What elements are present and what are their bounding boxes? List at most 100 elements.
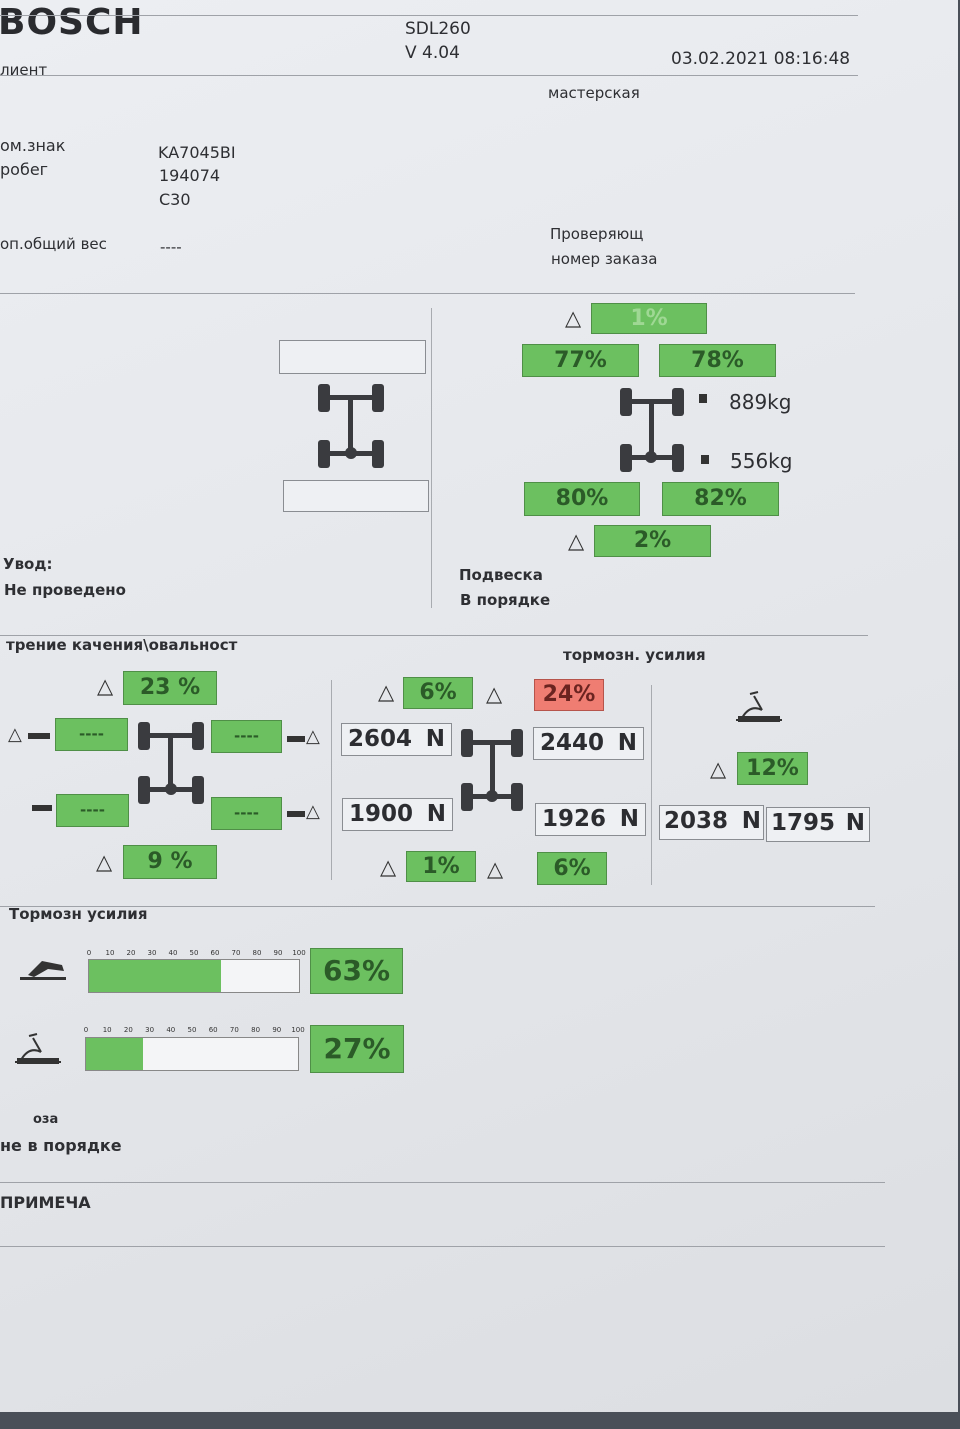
scale-tick-label: 100 bbox=[292, 949, 306, 957]
divider bbox=[431, 308, 432, 608]
parking-brake-delta: 12% bbox=[737, 752, 808, 785]
scale-tick-label: 80 bbox=[252, 949, 262, 957]
scale-tick-label: 50 bbox=[189, 949, 199, 957]
axle-diagram-icon bbox=[620, 388, 684, 472]
brake-rear-right-force: 1926 N bbox=[535, 803, 646, 836]
scale-tick-label: 90 bbox=[272, 1026, 282, 1034]
delta-icon: △ bbox=[97, 674, 114, 698]
service-brake-efficiency: 63% bbox=[310, 948, 403, 994]
wheel-sensor-icon bbox=[287, 736, 305, 742]
rolling-rear-delta: 9 % bbox=[123, 845, 217, 879]
value: 2440 bbox=[540, 730, 605, 756]
axle-diagram-icon bbox=[461, 729, 523, 811]
suspension-rear-left: 80% bbox=[524, 482, 640, 516]
rolling-title: трение качения\овальност bbox=[6, 636, 238, 654]
delta-max-icon: △ bbox=[487, 857, 504, 881]
brake-rear-delta: 1% bbox=[406, 851, 476, 882]
brand-logo: BOSCH bbox=[0, 2, 144, 43]
axle-diagram-icon bbox=[138, 722, 204, 804]
divider bbox=[331, 680, 332, 880]
delta-icon: △ bbox=[568, 529, 585, 553]
toe-rear-box bbox=[283, 480, 429, 512]
footbrake-icon bbox=[20, 961, 66, 980]
scale-tick-label: 20 bbox=[126, 949, 136, 957]
rolling-front-right: ---- bbox=[211, 720, 282, 753]
delta-icon: △ bbox=[380, 855, 397, 879]
value: 2604 bbox=[348, 726, 413, 752]
brake-section-label: озa bbox=[33, 1112, 59, 1127]
handbrake-icon bbox=[736, 691, 782, 722]
divider bbox=[0, 75, 858, 76]
scale-tick-label: 70 bbox=[229, 1026, 239, 1034]
divider bbox=[651, 685, 652, 885]
delta-icon: △ bbox=[378, 680, 395, 704]
unit: N bbox=[617, 730, 637, 756]
scale-tick-label: 80 bbox=[251, 1026, 261, 1034]
value: 1926 bbox=[542, 806, 607, 832]
unit: N bbox=[845, 810, 865, 836]
scale-tick-label: 20 bbox=[123, 1026, 133, 1034]
weight-icon bbox=[699, 394, 707, 403]
order-number-label: номер заказа bbox=[551, 250, 658, 268]
parking-brake-left-force: 2038 N bbox=[659, 805, 764, 840]
value: 1795 bbox=[771, 810, 836, 836]
rolling-front-delta: 23 % bbox=[123, 671, 217, 705]
brake-front-delta: 6% bbox=[403, 677, 473, 709]
parking-brake-bar bbox=[85, 1037, 299, 1071]
software-version: V 4.04 bbox=[405, 43, 460, 63]
extra-weight-value: ---- bbox=[160, 238, 182, 256]
delta-icon: △ bbox=[8, 724, 22, 745]
scale-tick-label: 10 bbox=[102, 1026, 112, 1034]
rolling-rear-left: ---- bbox=[56, 794, 129, 827]
unit: N bbox=[741, 808, 761, 834]
divider bbox=[0, 293, 855, 294]
wheel-sensor-icon bbox=[28, 733, 50, 739]
scale-tick-label: 30 bbox=[147, 949, 157, 957]
brake-front-delta-max: 24% bbox=[534, 679, 604, 711]
delta-icon: △ bbox=[96, 850, 113, 874]
inspector-label: Проверяющ bbox=[550, 225, 644, 243]
scale-tick-label: 0 bbox=[86, 949, 92, 957]
delta-max-icon: △ bbox=[486, 682, 503, 706]
rolling-rear-right: ---- bbox=[211, 797, 282, 830]
divider bbox=[0, 1182, 885, 1183]
scale-tick-label: 100 bbox=[291, 1026, 305, 1034]
service-brake-bar bbox=[88, 959, 300, 993]
scale-tick-label: 30 bbox=[145, 1026, 155, 1034]
suspension-status: В порядке bbox=[460, 591, 551, 609]
handbrake-icon bbox=[15, 1033, 61, 1064]
delta-icon: △ bbox=[306, 726, 320, 747]
wheel-sensor-icon bbox=[32, 805, 52, 811]
weight-icon bbox=[701, 455, 709, 464]
plate-value: KA7045BI bbox=[158, 143, 236, 162]
parking-brake-efficiency: 27% bbox=[310, 1025, 404, 1073]
brake-rear-delta-max: 6% bbox=[537, 852, 607, 885]
parking-brake-right-force: 1795 N bbox=[766, 807, 870, 842]
extra-weight-label: оп.общий вес bbox=[0, 235, 107, 253]
wheel-sensor-icon bbox=[287, 811, 305, 817]
value: 1900 bbox=[349, 801, 414, 827]
delta-icon: △ bbox=[306, 801, 320, 822]
divider bbox=[0, 906, 875, 907]
unit: N bbox=[619, 806, 639, 832]
workshop-label: мастерская bbox=[548, 84, 640, 102]
suspension-rear-delta: 2% bbox=[594, 525, 711, 557]
toe-front-box bbox=[279, 340, 426, 374]
scale-tick-label: 40 bbox=[168, 949, 178, 957]
scale-tick-label: 90 bbox=[273, 949, 283, 957]
brake-front-right-force: 2440 N bbox=[533, 727, 644, 760]
suspension-rear-right: 82% bbox=[662, 482, 779, 516]
scale-tick-label: 50 bbox=[187, 1026, 197, 1034]
parking-brake-bar-fill bbox=[86, 1038, 144, 1070]
rolling-front-left: ---- bbox=[55, 718, 128, 751]
suspension-front-left: 77% bbox=[522, 344, 639, 377]
brake-forces-title: тормозн. усилия bbox=[563, 646, 706, 664]
plate-label: ом.знак bbox=[0, 136, 66, 155]
brake-rear-left-force: 1900 N bbox=[342, 798, 453, 831]
toe-title: Увод: bbox=[3, 555, 53, 573]
device-model: SDL260 bbox=[405, 19, 471, 39]
mileage-label: робег bbox=[0, 160, 49, 179]
